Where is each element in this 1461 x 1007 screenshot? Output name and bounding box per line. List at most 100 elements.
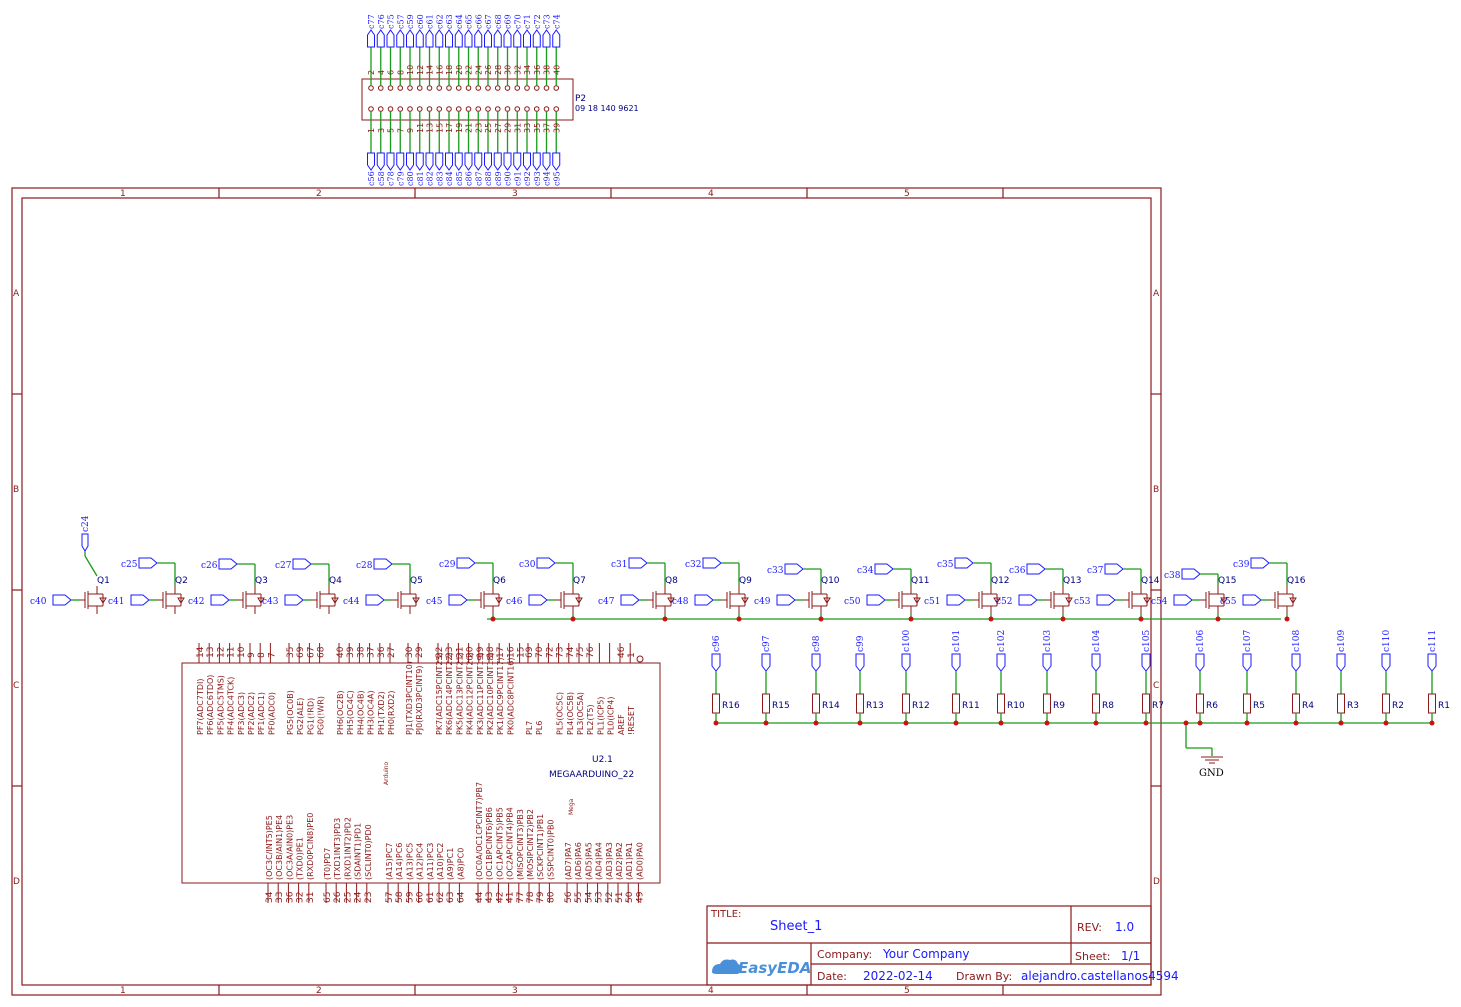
company-value: Your Company [882,947,970,961]
net-flag [542,29,551,48]
pin-signal: (OC1APCINT5)PB5 [495,807,504,880]
pin-number: 49 [635,891,645,903]
net-label: c46 [506,597,523,607]
net-flag [415,29,424,48]
pin-signal: PH6(OC2B) [336,690,345,735]
rev-label: REV: [1077,921,1102,934]
net-flag [528,594,548,606]
pin-number: 20 [466,646,476,658]
pin-number: 61 [426,892,436,903]
pin-number: 9 [247,652,257,658]
title-block-border [706,905,1152,986]
net-flag [1242,653,1252,672]
pin-number: 50 [625,891,635,903]
net-flag [1104,563,1124,575]
pin-signal: PF7(ADC7TDI) [196,679,205,735]
net-flag [367,29,375,48]
resistor-ref: R6 [1206,701,1218,711]
net-label: c65 [465,14,474,29]
net-label: c86 [465,171,474,186]
net-flag [210,594,230,606]
transistor-array: Q1c40c24Q2c41c25Q3c42c26Q4c43c27Q5c44c28… [30,515,1306,622]
net-flag [284,594,304,606]
net-flag [454,29,463,48]
pin-signal: (AD0)PA0 [635,842,644,880]
net-flag [542,152,551,171]
net-label: c70 [513,14,522,29]
connector-pin-number: 36 [533,65,542,75]
net-flag [367,152,375,171]
resistor-ref: R11 [962,701,980,711]
net-flag [474,152,483,171]
pin-number: 56 [564,891,574,903]
net-flag [761,653,771,672]
net-flag [415,152,424,171]
resistor-ref: R7 [1152,701,1164,711]
resistor-array: c96R16c97R15c98R14c99R13c100R12c101R11c1… [711,630,1450,779]
pin-signal: (AD5)PA5 [584,842,593,880]
resistor-ref: R8 [1102,701,1114,711]
net-label: c110 [1382,630,1392,652]
net-label: c92 [523,171,532,186]
col-label-bottom: 1 [120,986,126,996]
row-label-right: B [1153,485,1159,495]
connector-pin-number: 29 [504,123,513,133]
pin-signal: PK2(ADC10PCINT18) [486,652,495,735]
net-label: c55 [1220,597,1237,607]
net-label: c25 [121,560,138,570]
row-label-right: A [1153,289,1160,299]
pin-signal: (A10)PC2 [436,843,445,880]
net-label: c34 [857,566,874,576]
pin-number: 7 [267,652,277,658]
connector-pin-number: 23 [474,123,483,133]
drawn-by-value: alejandro.castellanos4594 [1021,969,1179,983]
inner-frame [21,197,1152,986]
pin-number: 58 [395,891,405,903]
pin-number: 11 [227,647,237,658]
net-label: c53 [1074,597,1091,607]
pin-signal: (A12)PC4 [416,843,425,880]
net-label: c67 [484,14,493,29]
pin-number: 74 [566,646,576,658]
net-label: c56 [367,171,376,186]
transistor-ref: Q5 [410,576,423,586]
net-flag [552,29,561,48]
pin-signal: PL6 [535,721,544,735]
pin-number: 78 [526,891,536,903]
pin-number: 27 [387,647,397,658]
net-flag [513,152,522,171]
pin-number: 22 [435,647,445,658]
net-label: c40 [30,597,47,607]
pin-signal: PJ1(TXD3PCINT10) [405,661,414,735]
net-flag [81,533,89,552]
net-flag [386,29,395,48]
net-label: c69 [504,14,513,29]
net-flag [536,557,556,569]
connector-pin-number: 17 [445,123,454,133]
col-label-top: 4 [708,189,714,199]
net-flag [811,653,821,672]
col-label-bottom: 3 [512,986,518,996]
net-flag [130,594,150,606]
col-label-bottom: 2 [316,986,322,996]
net-label: c77 [367,14,376,29]
pin-signal: PH5(OC4C) [346,690,355,735]
pin-signal: (SCKPCINT1)PB1 [536,814,545,880]
net-label: c93 [533,171,542,186]
row-label-left: A [13,289,20,299]
pin-signal: (TXD1INT3)PD3 [333,818,342,880]
resistor-ref: R9 [1053,701,1065,711]
net-flag [866,594,886,606]
pin-signal: (OC3A/AIN0)PE3 [285,815,294,880]
pin-signal: (AD6)PA6 [574,842,583,880]
pin-signal: (A15)PC7 [385,843,394,880]
pin-signal: (OC2APCINT4)PB4 [506,807,515,880]
